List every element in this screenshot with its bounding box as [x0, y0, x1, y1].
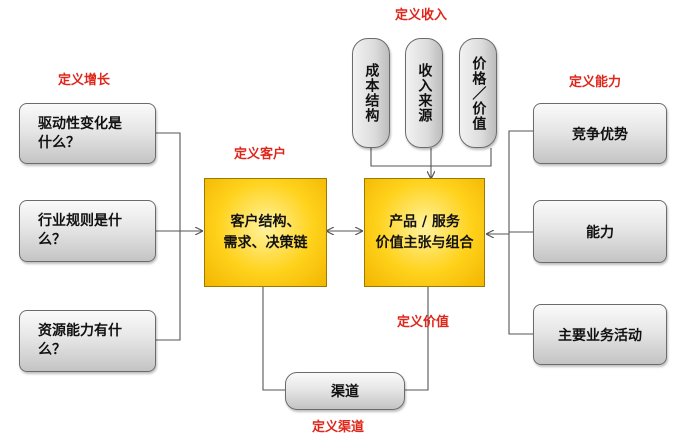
channel-box: 渠道	[285, 372, 405, 410]
product-channel-line	[404, 287, 429, 391]
driving-change-box: 驱动性变化是 什么？	[19, 103, 156, 164]
right-bracket-line	[508, 130, 533, 335]
cost-structure-box: 成本结构	[352, 38, 390, 148]
left-bracket-line	[155, 132, 181, 341]
customer-channel-line	[262, 287, 285, 391]
define-capability-label: 定义能力	[569, 75, 622, 90]
capability-box: 能力	[533, 200, 667, 263]
define-growth-label: 定义增长	[58, 73, 111, 88]
resource-capability-box: 资源能力有什 么？	[19, 310, 156, 372]
main-business-activities-box: 主要业务活动	[533, 304, 667, 365]
define-revenue-label: 定义收入	[395, 8, 448, 23]
define-customer-label: 定义客户	[234, 147, 287, 162]
define-channel-label: 定义渠道	[312, 420, 365, 435]
revenue-source-box: 收入来源	[405, 38, 443, 148]
competitive-advantage-box: 竞争优势	[533, 103, 667, 164]
product-service-box: 产品 / 服务 价值主张与组合	[364, 178, 485, 287]
price-value-box: 价格／价值	[459, 38, 497, 148]
industry-rules-box: 行业规则是什 么？	[19, 200, 156, 262]
customer-structure-box: 客户结构、 需求、决策链	[204, 178, 327, 287]
define-value-label: 定义价值	[397, 315, 450, 330]
top-bracket-line	[370, 148, 492, 167]
